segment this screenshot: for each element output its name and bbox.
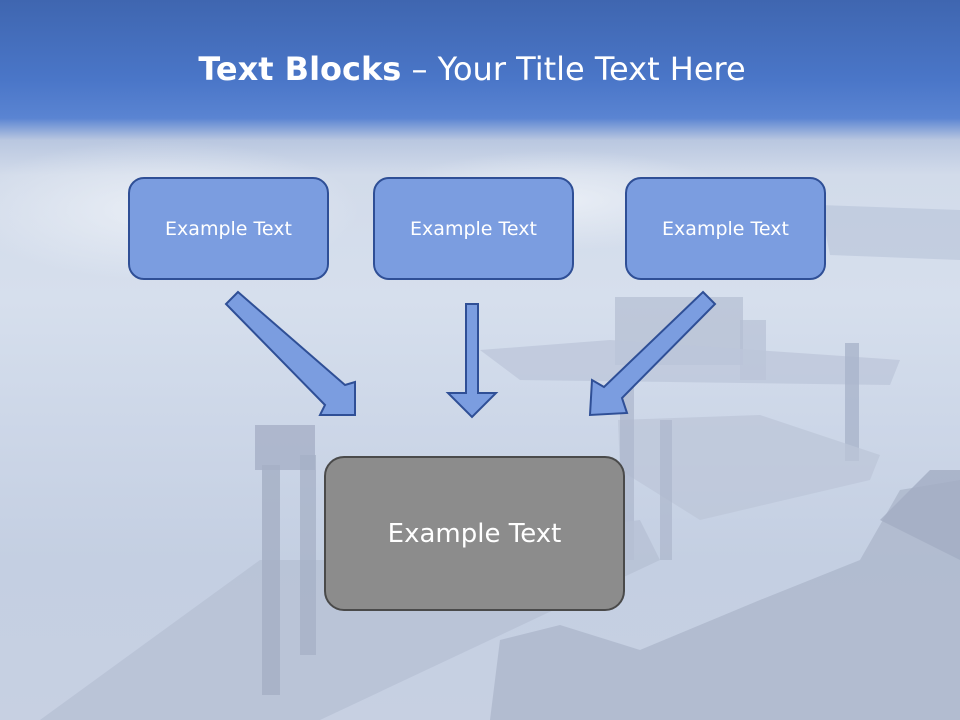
- title-dash: –: [401, 50, 438, 88]
- title-bold-part: Text Blocks: [198, 50, 402, 88]
- title-rest: Your Title Text Here: [437, 50, 746, 88]
- text-block-2-label: Example Text: [410, 217, 537, 240]
- text-block-3-label: Example Text: [662, 217, 789, 240]
- slide-title: Text Blocks – Your Title Text Here: [0, 50, 944, 88]
- text-block-3[interactable]: Example Text: [625, 177, 826, 280]
- result-block-label: Example Text: [387, 518, 562, 549]
- result-block[interactable]: Example Text: [324, 456, 625, 611]
- text-block-1-label: Example Text: [165, 217, 292, 240]
- text-block-1[interactable]: Example Text: [128, 177, 329, 280]
- text-block-2[interactable]: Example Text: [373, 177, 574, 280]
